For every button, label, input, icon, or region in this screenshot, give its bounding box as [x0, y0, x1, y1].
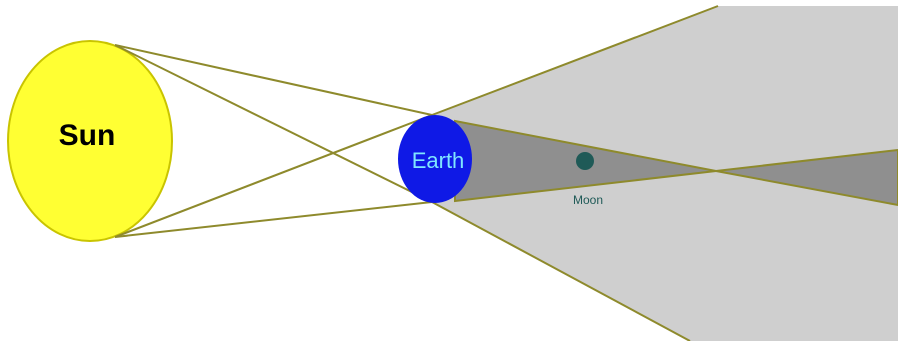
sun-label: Sun	[59, 119, 116, 152]
earth-label: Earth	[412, 148, 465, 173]
moon-label: Moon	[573, 193, 603, 207]
moon-disk	[576, 152, 594, 170]
